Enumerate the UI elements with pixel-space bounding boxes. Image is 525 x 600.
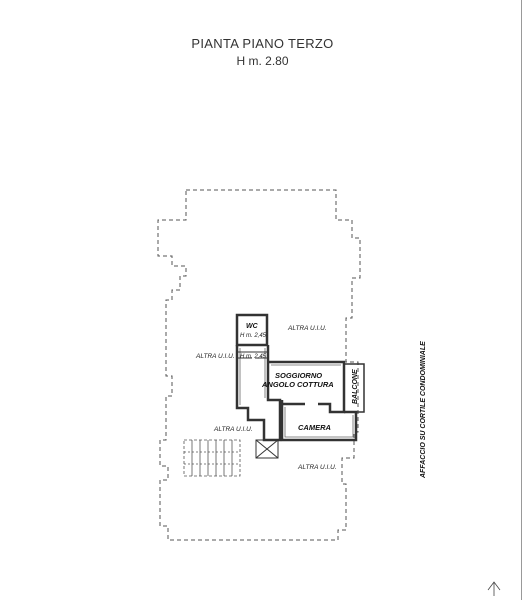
plan-height: H m. 2.80 xyxy=(236,54,289,68)
other-unit-bottom-label: ALTRA U.I.U. xyxy=(297,464,337,471)
living-label-2: ANGOLO COTTURA xyxy=(261,380,334,389)
north-arrow-icon xyxy=(487,581,501,596)
corridor-height-label: H m. 2,45 xyxy=(240,354,267,360)
other-unit-top-label: ALTRA U.I.U. xyxy=(287,325,327,332)
other-unit-left-label: ALTRA U.I.U. xyxy=(195,353,235,360)
wc-walls xyxy=(235,313,269,347)
elevator-shaft xyxy=(255,439,279,459)
living-label-1: SOGGIORNO xyxy=(275,371,322,380)
apartment-walls xyxy=(235,313,365,442)
plan-title: PIANTA PIANO TERZO xyxy=(191,36,334,51)
sheet-edge xyxy=(521,0,522,600)
wc-height-label: H m. 2,45 xyxy=(240,333,267,339)
corridor-walls xyxy=(235,345,282,442)
other-unit-bottom-left-label: ALTRA U.I.U. xyxy=(213,426,253,433)
staircase xyxy=(183,439,241,477)
bedroom-label: CAMERA xyxy=(298,423,331,432)
building-outline xyxy=(157,189,361,541)
balcony-label: BALCONE xyxy=(352,369,359,404)
wc-label: WC xyxy=(246,323,259,330)
courtyard-note: AFFACCIO SU CORTILE CONDOMINIALE xyxy=(420,341,427,479)
balcony-walls xyxy=(344,363,365,413)
